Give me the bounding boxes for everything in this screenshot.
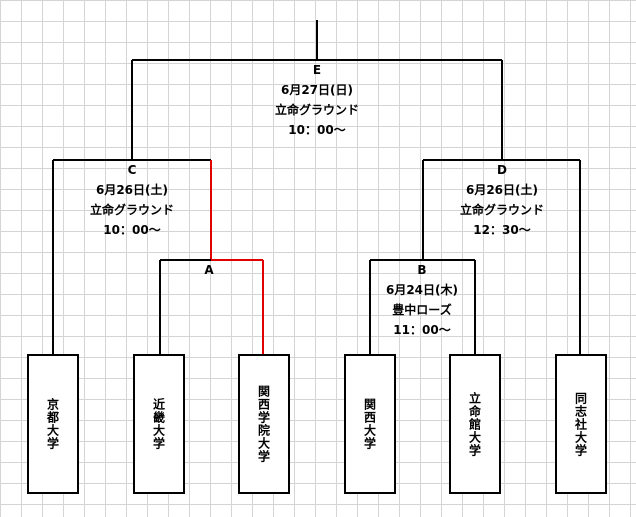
match-c-time: 10：00〜 bbox=[103, 223, 161, 237]
match-d-info: D 6月26日(土) 立命グラウンド 12：30〜 bbox=[442, 160, 562, 240]
match-b-venue: 豊中ローズ bbox=[392, 303, 452, 317]
team-name: 京都大学 bbox=[45, 398, 60, 450]
match-d-venue: 立命グラウンド bbox=[459, 203, 544, 217]
match-e-time: 10：00〜 bbox=[288, 123, 346, 137]
team-box-doshisha: 同志社大学 bbox=[555, 354, 607, 494]
match-d-date: 6月26日(土) bbox=[465, 183, 539, 197]
match-d-label: D bbox=[497, 163, 507, 177]
match-a-info: A bbox=[189, 260, 229, 280]
match-c-info: C 6月26日(土) 立命グラウンド 10：00〜 bbox=[72, 160, 192, 240]
team-box-ritsumeikan: 立命館大学 bbox=[449, 354, 501, 494]
team-box-kwansei: 関西学院大学 bbox=[238, 354, 290, 494]
team-name: 近畿大学 bbox=[151, 398, 166, 450]
match-b-label: B bbox=[417, 263, 427, 277]
team-box-kansai: 関西大学 bbox=[344, 354, 396, 494]
match-b-info: B 6月24日(木) 豊中ローズ 11：00〜 bbox=[362, 260, 482, 340]
match-b-time: 11：00〜 bbox=[393, 323, 451, 337]
match-e-venue: 立命グラウンド bbox=[274, 103, 359, 117]
team-box-kindai: 近畿大学 bbox=[133, 354, 185, 494]
team-name: 同志社大学 bbox=[573, 391, 588, 457]
match-e-info: E 6月27日(日) 立命グラウンド 10：00〜 bbox=[257, 60, 377, 140]
team-name: 立命館大学 bbox=[467, 391, 482, 457]
match-e-date: 6月27日(日) bbox=[280, 83, 354, 97]
team-name: 関西大学 bbox=[362, 398, 377, 450]
match-c-date: 6月26日(土) bbox=[95, 183, 169, 197]
team-box-kyoto: 京都大学 bbox=[27, 354, 79, 494]
match-e-label: E bbox=[312, 63, 322, 77]
team-name: 関西学院大学 bbox=[256, 385, 271, 463]
match-b-date: 6月24日(木) bbox=[385, 283, 459, 297]
match-c-label: C bbox=[127, 163, 137, 177]
match-d-time: 12：30〜 bbox=[473, 223, 531, 237]
match-a-label: A bbox=[204, 263, 214, 277]
match-c-venue: 立命グラウンド bbox=[89, 203, 174, 217]
